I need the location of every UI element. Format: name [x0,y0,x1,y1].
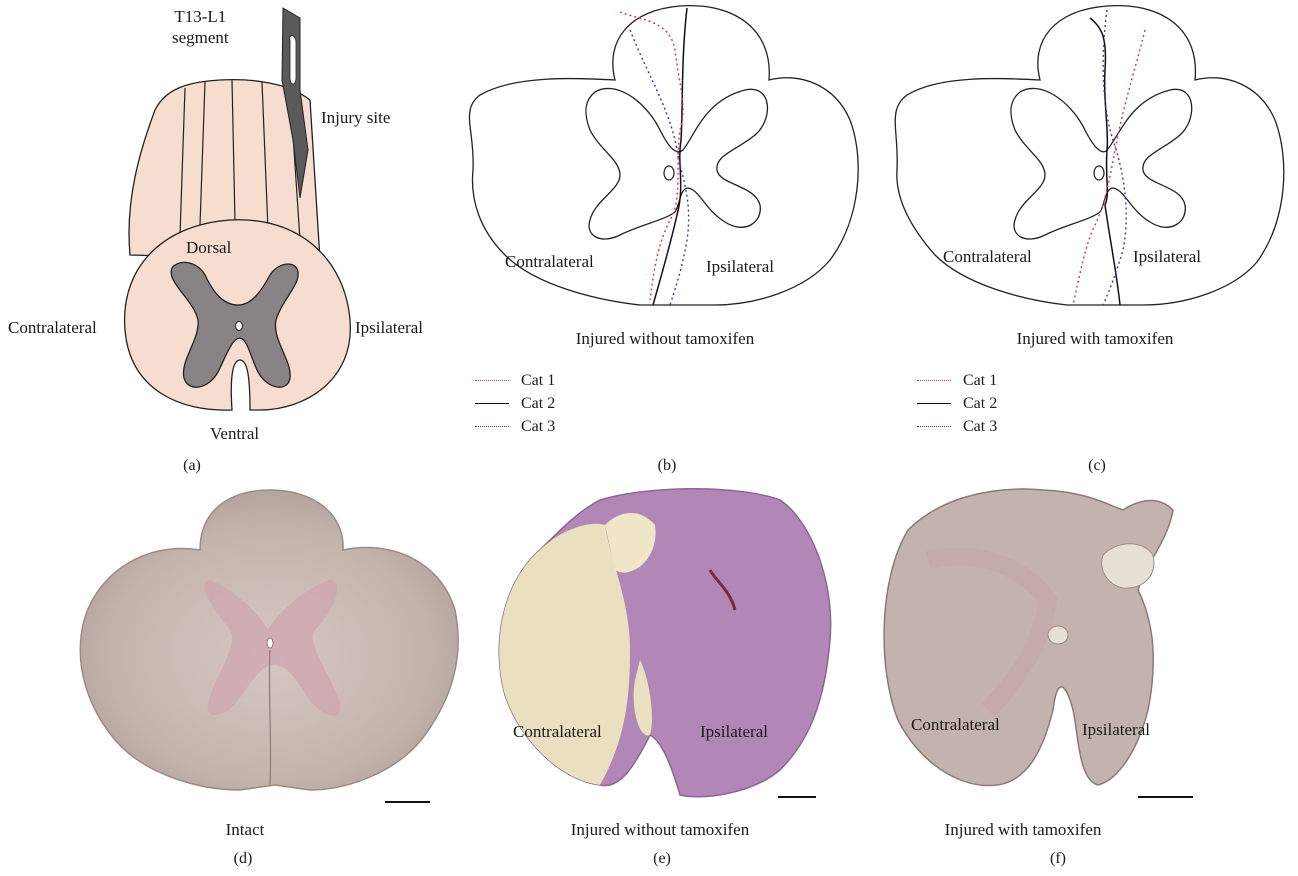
legend-item: Cat 3 [917,415,997,438]
contralateral-label: Contralateral [911,715,1000,735]
injured-section-image [480,480,860,810]
intact-section-image [60,480,470,810]
panel-caption: Intact [210,820,280,840]
cat3-swatch [917,426,951,427]
panel-caption: Injured with tamoxifen [985,329,1205,349]
legend-item: Cat 2 [475,392,555,415]
spinal-cord-diagram [0,0,450,460]
ipsilateral-label: Ipsilateral [706,257,774,277]
ipsilateral-label: Ipsilateral [1082,720,1150,740]
legend-label: Cat 3 [521,418,555,436]
ipsilateral-label: Ipsilateral [1133,247,1201,267]
contralateral-label: Contralateral [943,247,1032,267]
legend-item: Cat 2 [917,392,997,415]
legend-item: Cat 1 [917,369,997,392]
contralateral-label: Contralateral [505,252,594,272]
panel-caption: Injured without tamoxifen [555,329,775,349]
panel-a: T13-L1 segment Injury site Dorsal Ventra… [0,0,450,460]
dorsal-label: Dorsal [186,238,231,258]
panel-letter: (e) [642,850,682,868]
cross-section-outline [455,0,885,320]
panel-d: Intact (d) [60,480,470,876]
central-canal [236,322,243,331]
contralateral-label: Contralateral [8,318,97,338]
cat1-swatch [917,380,951,381]
legend-label: Cat 2 [963,395,997,413]
central-canal [664,166,674,180]
panel-letter: (a) [172,457,212,475]
legend-label: Cat 1 [963,372,997,390]
cat2-swatch [917,403,951,404]
injured-tamoxifen-section-image [868,480,1248,810]
legend-item: Cat 3 [475,415,555,438]
ventral-label: Ventral [210,424,259,444]
panel-letter: (c) [1077,457,1117,475]
cat2-swatch [475,403,509,404]
panel-c: Contralateral Ipsilateral Injured with t… [885,0,1298,480]
panel-e: Contralateral Ipsilateral Injured withou… [480,480,860,876]
legend-item: Cat 1 [475,369,555,392]
cross-section-outline [885,0,1298,320]
central-canal [1094,166,1104,180]
injury-site-label: Injury site [321,108,390,128]
panel-f: Contralateral Ipsilateral Injured with t… [868,480,1248,876]
panel-letter: (b) [647,457,687,475]
panel-letter: (f) [1038,850,1078,868]
legend: Cat 1 Cat 2 Cat 3 [475,369,555,438]
panel-b: Contralateral Ipsilateral Injured withou… [455,0,885,480]
contralateral-label: Contralateral [513,722,602,742]
ipsilateral-label: Ipsilateral [355,318,423,338]
panel-letter: (d) [223,850,263,868]
cat3-swatch [475,426,509,427]
legend: Cat 1 Cat 2 Cat 3 [917,369,997,438]
legend-label: Cat 3 [963,418,997,436]
legend-label: Cat 2 [521,395,555,413]
segment-label: T13-L1 segment [172,6,229,48]
ipsilateral-label: Ipsilateral [700,722,768,742]
cat1-swatch [475,380,509,381]
panel-caption: Injured with tamoxifen [923,820,1123,840]
legend-label: Cat 1 [521,372,555,390]
panel-caption: Injured without tamoxifen [550,820,770,840]
